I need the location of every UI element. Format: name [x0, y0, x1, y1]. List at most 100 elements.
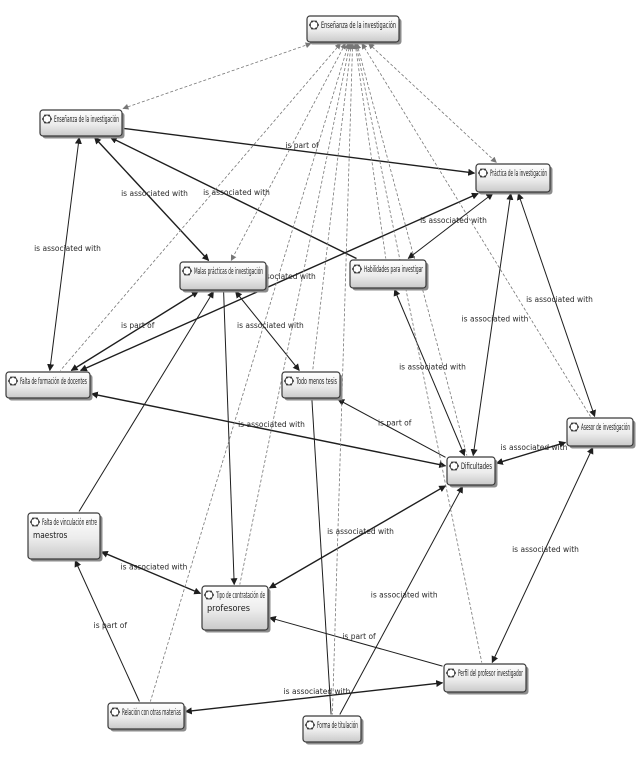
code-icon: [478, 168, 488, 178]
node-label: Enseñanza de la investigación: [54, 114, 119, 125]
node-box: [566, 417, 634, 447]
edge-label: is associated with: [462, 315, 529, 324]
edge-label: is associated with: [237, 321, 304, 330]
edge-label: is part of: [121, 321, 155, 330]
edge-label: is associated with: [249, 272, 316, 281]
node-asesor-investigacion[interactable]: Asesor de investigación: [566, 417, 636, 449]
edge-n2-n6: [47, 136, 82, 372]
code-icon: [110, 707, 120, 717]
edge-n5-n9: [393, 288, 466, 457]
edge-n9-n7: [337, 399, 446, 458]
node-box: [201, 585, 269, 631]
code-icon: [309, 20, 319, 30]
edge-n3-n5: [407, 193, 494, 259]
edge-layer: [47, 42, 596, 715]
edge-n9-n14: [339, 485, 464, 715]
edge-n4-n6: [70, 290, 199, 372]
edge-n1-n4: [230, 42, 346, 262]
node-box: [302, 715, 362, 743]
node-ensenanza-investigacion-top[interactable]: Enseñanza de la investigación: [306, 15, 402, 45]
node-box: [27, 512, 101, 560]
node-label: Todo menos tesis: [295, 377, 337, 387]
edge-n1-n8: [361, 42, 591, 417]
edge-n12-n13: [184, 680, 444, 715]
node-label: profesores: [207, 604, 251, 614]
edge-n1-n5: [352, 42, 387, 259]
edge-label: is associated with: [371, 591, 438, 600]
node-box: [443, 663, 527, 693]
node-label: Malas prácticas de investigación: [194, 266, 263, 277]
code-icon: [305, 720, 315, 730]
edge-n1-n12: [354, 42, 483, 663]
edge-n1-n6: [60, 43, 341, 371]
edge-label: is associated with: [34, 244, 101, 253]
code-icon: [449, 461, 459, 471]
edge-n10-n11: [100, 551, 202, 595]
code-icon: [569, 422, 579, 432]
node-habilidades-investigar[interactable]: Habilidades para investigar: [349, 259, 429, 291]
node-label: Práctica de la investigación: [490, 168, 547, 179]
node-label: Tipo de contratación de: [216, 590, 265, 601]
edge-label: is part of: [342, 632, 376, 641]
edge-n1-n9: [355, 42, 468, 456]
code-icon: [182, 266, 192, 276]
edge-label: is part of: [94, 621, 128, 630]
edge-n4-n11: [223, 291, 238, 586]
edge-label: is associated with: [203, 188, 270, 197]
node-label: Falta de formación de docentes: [20, 376, 87, 387]
edge-n6-n9: [90, 391, 447, 468]
node-box: [5, 371, 91, 399]
node-box: [179, 261, 267, 291]
edge-n3-n8: [517, 192, 596, 418]
node-label: Enseñanza de la investigación: [321, 20, 396, 31]
edge-n2-n1: [122, 42, 312, 110]
node-dificultades[interactable]: Dificultades: [446, 456, 498, 488]
edge-n2-n4: [93, 136, 210, 262]
node-todo-menos-tesis[interactable]: Todo menos tesis: [281, 371, 343, 401]
edge-n8-n12: [491, 446, 594, 664]
edge-label: is associated with: [284, 687, 351, 696]
edge-n1-n3: [368, 43, 497, 163]
edge-label: is associated with: [399, 363, 466, 372]
node-box: [107, 702, 185, 730]
node-box: [39, 109, 123, 137]
code-icon: [204, 590, 214, 600]
edge-n12-n11: [268, 616, 443, 667]
code-icon: [8, 376, 18, 386]
edge-label: is associated with: [512, 545, 579, 554]
edge-label: is associated with: [238, 420, 305, 429]
edge-n9-n11: [268, 485, 447, 589]
node-ensenanza-investigacion-left[interactable]: Enseñanza de la investigación: [39, 109, 125, 139]
node-malas-practicas[interactable]: Malas prácticas de investigación: [179, 261, 269, 293]
node-forma-titulacion[interactable]: Forma de titulación: [302, 715, 364, 745]
edge-label: is associated with: [526, 295, 593, 304]
edge-n5-n2: [109, 136, 357, 260]
edge-n2-n3: [123, 127, 476, 176]
code-icon: [284, 376, 294, 386]
edge-label: is associated with: [327, 527, 394, 536]
node-box: [446, 456, 496, 486]
node-label: Falta de vinculación entre: [42, 517, 97, 528]
edge-label: is associated with: [420, 216, 487, 225]
node-label: Perfil del profesor investigador: [458, 669, 523, 679]
edge-label: is part of: [285, 141, 319, 150]
node-tipo-contratacion[interactable]: Tipo de contratación de profesores: [201, 585, 271, 633]
edge-label: is part of: [378, 418, 412, 427]
edge-label: is associated with: [121, 563, 188, 572]
node-practica-investigacion[interactable]: Práctica de la investigación: [475, 163, 553, 195]
node-falta-formacion-docentes[interactable]: Falta de formación de docentes: [5, 371, 93, 401]
node-relacion-otras-materias[interactable]: Relación con otras materias: [107, 702, 187, 732]
edge-n1-n13: [150, 42, 350, 702]
node-box: [306, 15, 400, 43]
code-icon: [446, 668, 456, 678]
node-perfil-profesor[interactable]: Perfil del profesor investigador: [443, 663, 529, 695]
code-icon: [30, 517, 40, 527]
code-icon: [352, 264, 362, 274]
edge-n1-n11: [239, 42, 352, 585]
node-label: Forma de titulación: [317, 720, 358, 731]
node-box: [475, 163, 551, 193]
edge-n7-n14: [311, 399, 332, 715]
edge-label-layer: is part of is associated with is associate…: [34, 141, 593, 696]
